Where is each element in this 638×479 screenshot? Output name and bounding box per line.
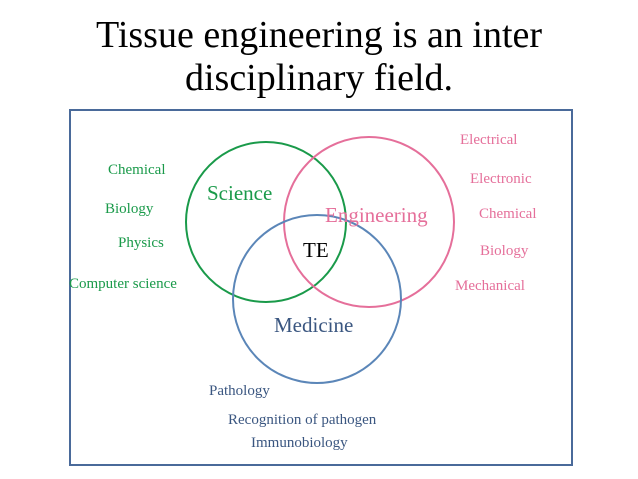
medicine-circle [232,214,402,384]
medicine-field-pathology: Pathology [209,383,270,399]
science-field-computer-science: Computer science [69,276,177,292]
title-line-1: Tissue engineering is an inter [95,14,543,56]
science-circle [185,141,347,303]
science-field-chemical: Chemical [108,162,166,178]
engineering-field-electronic: Electronic [470,171,532,187]
slide-title: Tissue engineering is an inter disciplin… [0,14,638,100]
science-label: Science [207,181,273,205]
diagram-frame [69,109,573,466]
medicine-field-recognition-of-pathogen: Recognition of pathogen [228,412,377,428]
engineering-label: Engineering [325,203,428,227]
engineering-field-biology: Biology [480,243,529,259]
medicine-label: Medicine [274,313,354,337]
science-field-biology: Biology [105,201,154,217]
center-label-te: TE [303,238,329,262]
engineering-field-chemical: Chemical [479,206,537,222]
medicine-field-immunobiology: Immunobiology [251,435,348,451]
title-line-2: disciplinary field. [184,57,454,99]
engineering-field-mechanical: Mechanical [455,278,525,294]
science-field-physics: Physics [118,235,164,251]
engineering-field-electrical: Electrical [460,132,518,148]
